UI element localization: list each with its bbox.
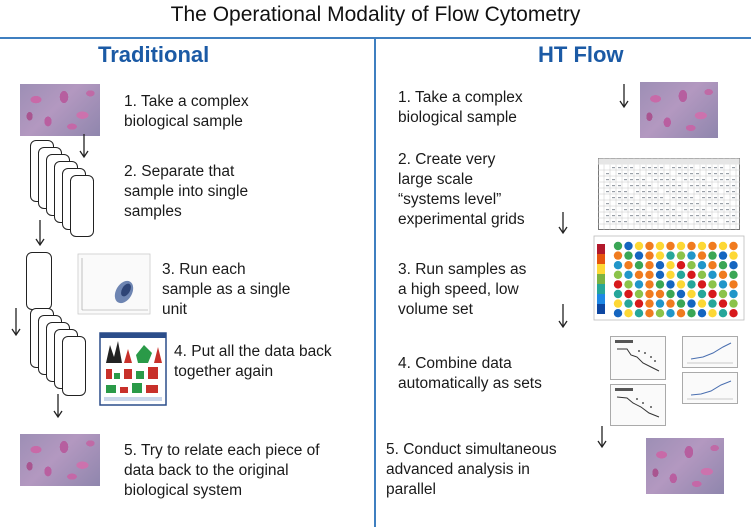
step-line: experimental grids xyxy=(398,211,525,228)
data-set-panel-icon xyxy=(682,372,738,404)
step-line: biological system xyxy=(124,482,243,499)
step-line: 2. Create very xyxy=(398,151,496,168)
step-line: a high speed, low xyxy=(398,281,519,298)
step-line: biological sample xyxy=(124,113,243,130)
data-set-panel-icon xyxy=(682,336,738,368)
step-line: large scale xyxy=(398,171,473,188)
step-line: “systems level” xyxy=(398,191,502,208)
traditional-step-5: 5. Try to relate each piece of data back… xyxy=(124,441,320,501)
ht-step-2: 2. Create very large scale “systems leve… xyxy=(398,150,525,230)
step-line: 5. Try to relate each piece of xyxy=(124,442,320,459)
page-title: The Operational Modality of Flow Cytomet… xyxy=(170,3,581,26)
step-line: 3. Run samples as xyxy=(398,261,527,278)
arrow-down-icon xyxy=(558,212,568,235)
step-line: together again xyxy=(174,363,274,380)
step-line: 2. Separate that xyxy=(124,163,235,180)
sample-card-icon xyxy=(26,252,52,310)
step-line: 1. Take a complex xyxy=(398,89,523,106)
cell-micrograph-icon xyxy=(20,84,100,136)
arrow-down-icon xyxy=(619,84,629,109)
step-line: 5. Conduct simultaneous xyxy=(386,441,557,458)
step-line: 4. Combine data xyxy=(398,355,512,372)
heatmap-plate-icon xyxy=(593,235,745,321)
step-line: 4. Put all the data back xyxy=(174,343,332,360)
step-line: volume set xyxy=(398,301,473,318)
scatter-plot-icon xyxy=(77,253,151,315)
cell-micrograph-icon xyxy=(646,438,724,494)
cell-micrograph-icon xyxy=(640,82,718,138)
arrow-down-icon xyxy=(597,426,607,449)
ht-step-4: 4. Combine data automatically as sets xyxy=(398,354,542,394)
arrow-down-icon xyxy=(53,394,63,419)
traditional-step-3: 3. Run each sample as a single unit xyxy=(162,260,290,320)
step-line: parallel xyxy=(386,481,436,498)
arrow-down-icon xyxy=(558,304,568,329)
step-line: data back to the original xyxy=(124,462,289,479)
sample-card-icon xyxy=(62,336,86,396)
column-divider xyxy=(374,39,376,527)
traditional-heading: Traditional xyxy=(98,42,210,67)
data-set-panel-icon xyxy=(610,384,666,426)
step-line: automatically as sets xyxy=(398,375,542,392)
arrow-down-icon xyxy=(35,220,45,247)
step-line: samples xyxy=(124,203,182,220)
arrow-down-icon xyxy=(11,308,21,337)
traditional-step-1: 1. Take a complex biological sample xyxy=(124,92,249,132)
sample-card-icon xyxy=(70,175,94,237)
cell-micrograph-icon xyxy=(20,434,100,486)
arrow-down-icon xyxy=(79,134,89,159)
ht-flow-heading: HT Flow xyxy=(538,42,624,67)
ht-step-5: 5. Conduct simultaneous advanced analysi… xyxy=(386,440,557,500)
step-line: 3. Run each xyxy=(162,261,246,278)
step-line: 1. Take a complex xyxy=(124,93,249,110)
data-set-panel-icon xyxy=(610,336,666,380)
traditional-step-2: 2. Separate that sample into single samp… xyxy=(124,162,248,222)
step-line: sample as a single xyxy=(162,281,291,298)
step-line: sample into single xyxy=(124,183,249,200)
header-divider xyxy=(0,37,751,39)
traditional-step-4: 4. Put all the data back together again xyxy=(174,342,332,382)
grid-spreadsheet-icon xyxy=(598,158,740,230)
step-line: biological sample xyxy=(398,109,517,126)
step-line: advanced analysis in xyxy=(386,461,530,478)
step-line: unit xyxy=(162,301,187,318)
results-panel-icon xyxy=(99,332,167,406)
ht-step-1: 1. Take a complex biological sample xyxy=(398,88,523,128)
ht-step-3: 3. Run samples as a high speed, low volu… xyxy=(398,260,526,320)
